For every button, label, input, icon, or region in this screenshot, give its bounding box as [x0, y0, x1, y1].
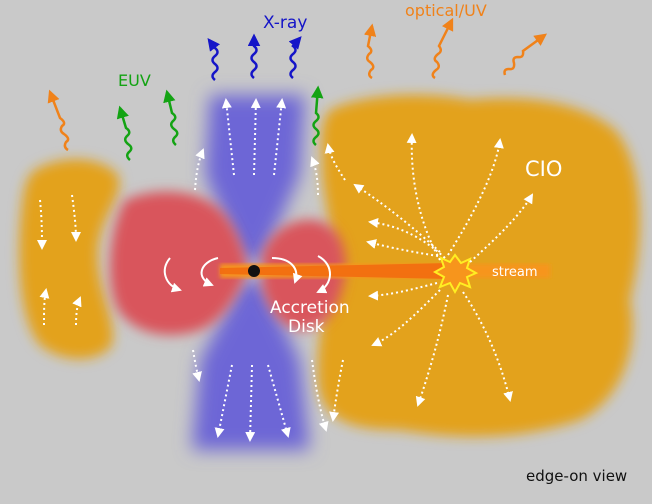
- optical-uv-label: optical/UV: [405, 1, 487, 20]
- cio-left-flow-arrows: [36, 194, 82, 326]
- optical-uv-photon-arrows: [47, 17, 548, 152]
- cio-right-flow-arrows: [324, 133, 534, 422]
- edge-flow-arrows: [192, 148, 329, 432]
- cio-label: CIO: [525, 157, 562, 181]
- accretion-disk-label-line1: Accretion: [270, 298, 350, 318]
- polar-funnel-top: [205, 95, 305, 262]
- black-hole: [248, 265, 260, 277]
- euv-label: EUV: [118, 71, 151, 90]
- stream-label: stream: [492, 265, 538, 280]
- impact-shock-star: [432, 253, 479, 295]
- funnel-outflow-arrows: [214, 98, 291, 442]
- euv-photon-arrows: [116, 85, 324, 161]
- disk-rotation-arrows: [163, 255, 331, 294]
- xray-label: X-ray: [263, 13, 307, 33]
- cio-region-left: [19, 159, 120, 359]
- xray-photon-arrows: [207, 33, 302, 81]
- edge-on-view-label: edge-on view: [526, 467, 627, 485]
- accretion-disk-label-line2: Disk: [288, 317, 325, 337]
